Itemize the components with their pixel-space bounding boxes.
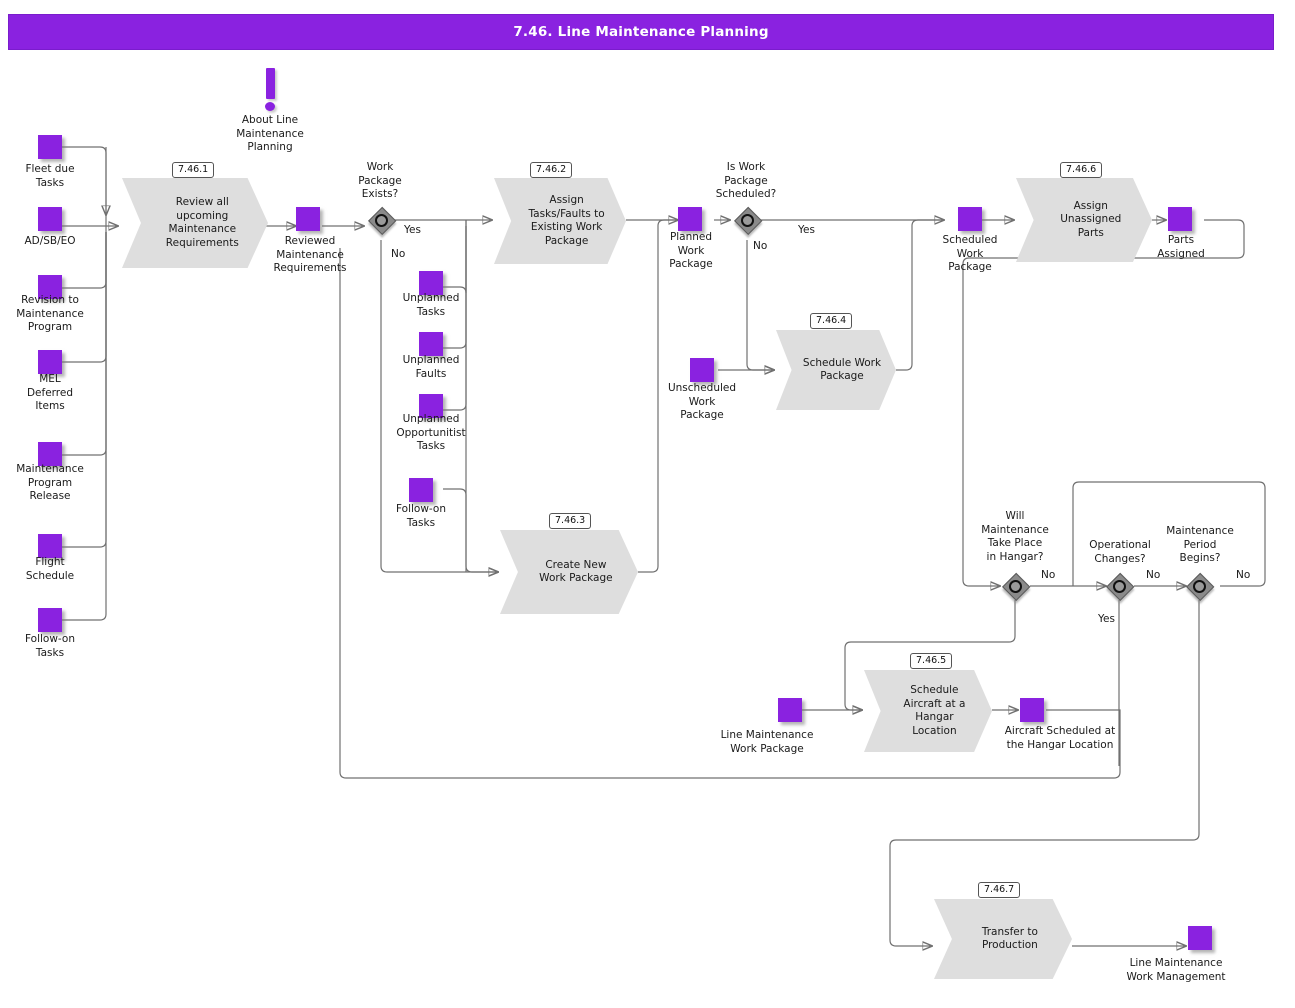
data-object-ad-sb-eo[interactable] [38,207,62,231]
gateway-work-package-exists-title: Work Package Exists? [358,161,402,200]
process-schedule-aircraft-hangar[interactable]: Schedule Aircraft at a Hangar Location [864,670,992,752]
data-object-follow-on-tasks[interactable] [38,608,62,632]
data-object-follow-on-tasks-mid[interactable] [409,478,433,502]
flow-label-gw5-no: No [1236,569,1251,581]
label-aircraft-scheduled-hangar: Aircraft Scheduled at the Hangar Locatio… [1004,725,1116,751]
exclamation-icon-bar [266,68,275,99]
flow-label-gw3-no: No [1041,569,1056,581]
gateway-ring-icon [375,214,388,227]
flow-label-gw1-no: No [391,248,406,260]
process-schedule-work-package-label: Schedule Work Package [802,356,882,383]
label-follow-on-tasks-mid: Follow-on Tasks [396,503,446,529]
label-fleet-due-tasks: Fleet due Tasks [25,163,75,189]
gateway-maintenance-period-begins[interactable] [1185,572,1215,602]
label-maintenance-program-release: Maintenance Program Release [16,463,84,502]
gateway-will-maintenance-take-place-in-hangar-title: Will Maintenance Take Place in Hangar? [981,510,1049,563]
process-assign-unassigned-parts[interactable]: Assign Unassigned Parts [1016,178,1152,262]
label-unplanned-faults: Unplanned Faults [402,354,460,380]
gateway-operational-changes[interactable] [1105,572,1135,602]
gateway-work-package-exists[interactable] [367,206,397,236]
page-title-banner: 7.46. Line Maintenance Planning [8,14,1274,50]
gateway-ring-icon [1193,580,1206,593]
gateway-ring-icon [1113,580,1126,593]
label-unscheduled-work-package: Unscheduled Work Package [667,382,737,421]
label-unplanned-opportunitist-tasks: Unplanned Opportunitist Tasks [396,413,466,452]
step-label-7-46-1: 7.46.1 [172,162,215,178]
process-assign-tasks-faults[interactable]: Assign Tasks/Faults to Existing Work Pac… [494,178,626,264]
data-object-revision-to-maintenance-program[interactable] [38,275,62,299]
step-label-7-46-2: 7.46.2 [530,162,573,178]
gateway-ring-icon [741,214,754,227]
process-schedule-aircraft-hangar-label: Schedule Aircraft at a Hangar Location [903,684,966,737]
label-line-maintenance-work-management: Line Maintenance Work Management [1126,957,1226,983]
data-object-reviewed-maintenance-requirements[interactable] [296,207,320,231]
process-create-new-work-package-label: Create New Work Package [539,558,613,585]
process-transfer-to-production-label: Transfer to Production [981,925,1038,952]
exclamation-icon-dot [265,102,275,111]
process-review-requirements[interactable]: Review all upcoming Maintenance Requirem… [122,178,268,268]
step-label-7-46-4: 7.46.4 [810,313,853,329]
gateway-is-work-package-scheduled-title: Is Work Package Scheduled? [715,161,777,200]
gateway-operational-changes-title: Operational Changes? [1089,539,1151,565]
data-object-mel-deferred-items[interactable] [38,350,62,374]
data-object-flight-schedule[interactable] [38,534,62,558]
data-object-fleet-due-tasks[interactable] [38,135,62,159]
label-revision-to-maintenance-program: Revision to Maintenance Program [16,294,84,333]
process-transfer-to-production[interactable]: Transfer to Production [934,899,1072,979]
process-schedule-work-package[interactable]: Schedule Work Package [776,330,896,410]
step-label-7-46-7: 7.46.7 [978,882,1021,898]
gateway-is-work-package-scheduled[interactable] [733,206,763,236]
gateway-maintenance-period-begins-title: Maintenance Period Begins? [1166,525,1234,564]
flow-label-gw4-no: No [1146,569,1161,581]
data-object-unplanned-faults[interactable] [419,332,443,356]
data-object-unplanned-opportunitist-tasks[interactable] [419,394,443,418]
step-label-7-46-6: 7.46.6 [1060,162,1103,178]
label-scheduled-work-package: Scheduled Work Package [942,234,998,273]
data-object-scheduled-work-package[interactable] [958,207,982,231]
data-object-unplanned-tasks[interactable] [419,271,443,295]
label-parts-assigned: Parts Assigned [1157,234,1205,260]
step-label-7-46-3: 7.46.3 [549,513,592,529]
label-reviewed-maintenance-requirements: Reviewed Maintenance Requirements [273,235,347,274]
data-object-unscheduled-work-package[interactable] [690,358,714,382]
data-object-line-maintenance-work-package[interactable] [778,698,802,722]
about-annotation-label: About Line Maintenance Planning [236,114,304,153]
flow-label-gw4-yes: Yes [1098,613,1115,625]
label-mel-deferred-items: MEL Deferred Items [26,373,74,412]
label-follow-on-tasks: Follow-on Tasks [25,633,75,659]
step-label-7-46-5: 7.46.5 [910,653,953,669]
flow-label-gw2-yes: Yes [798,224,815,236]
data-object-planned-work-package[interactable] [678,207,702,231]
flow-label-gw2-no: No [753,240,768,252]
data-object-aircraft-scheduled-hangar[interactable] [1020,698,1044,722]
process-review-requirements-label: Review all upcoming Maintenance Requirem… [165,196,239,249]
data-object-parts-assigned[interactable] [1168,207,1192,231]
label-line-maintenance-work-package: Line Maintenance Work Package [720,729,814,755]
flow-label-gw1-yes: Yes [404,224,421,236]
label-unplanned-tasks: Unplanned Tasks [402,292,460,318]
data-object-maintenance-program-release[interactable] [38,442,62,466]
data-object-line-maintenance-work-management[interactable] [1188,926,1212,950]
process-create-new-work-package[interactable]: Create New Work Package [500,530,638,614]
label-planned-work-package: Planned Work Package [669,231,713,270]
page-title: 7.46. Line Maintenance Planning [513,24,769,40]
label-ad-sb-eo: AD/SB/EO [24,235,76,247]
process-assign-tasks-faults-label: Assign Tasks/Faults to Existing Work Pac… [528,194,605,247]
process-assign-unassigned-parts-label: Assign Unassigned Parts [1060,199,1122,239]
gateway-ring-icon [1009,580,1022,593]
label-flight-schedule: Flight Schedule [25,556,75,582]
gateway-will-maintenance-take-place-in-hangar[interactable] [1001,572,1031,602]
